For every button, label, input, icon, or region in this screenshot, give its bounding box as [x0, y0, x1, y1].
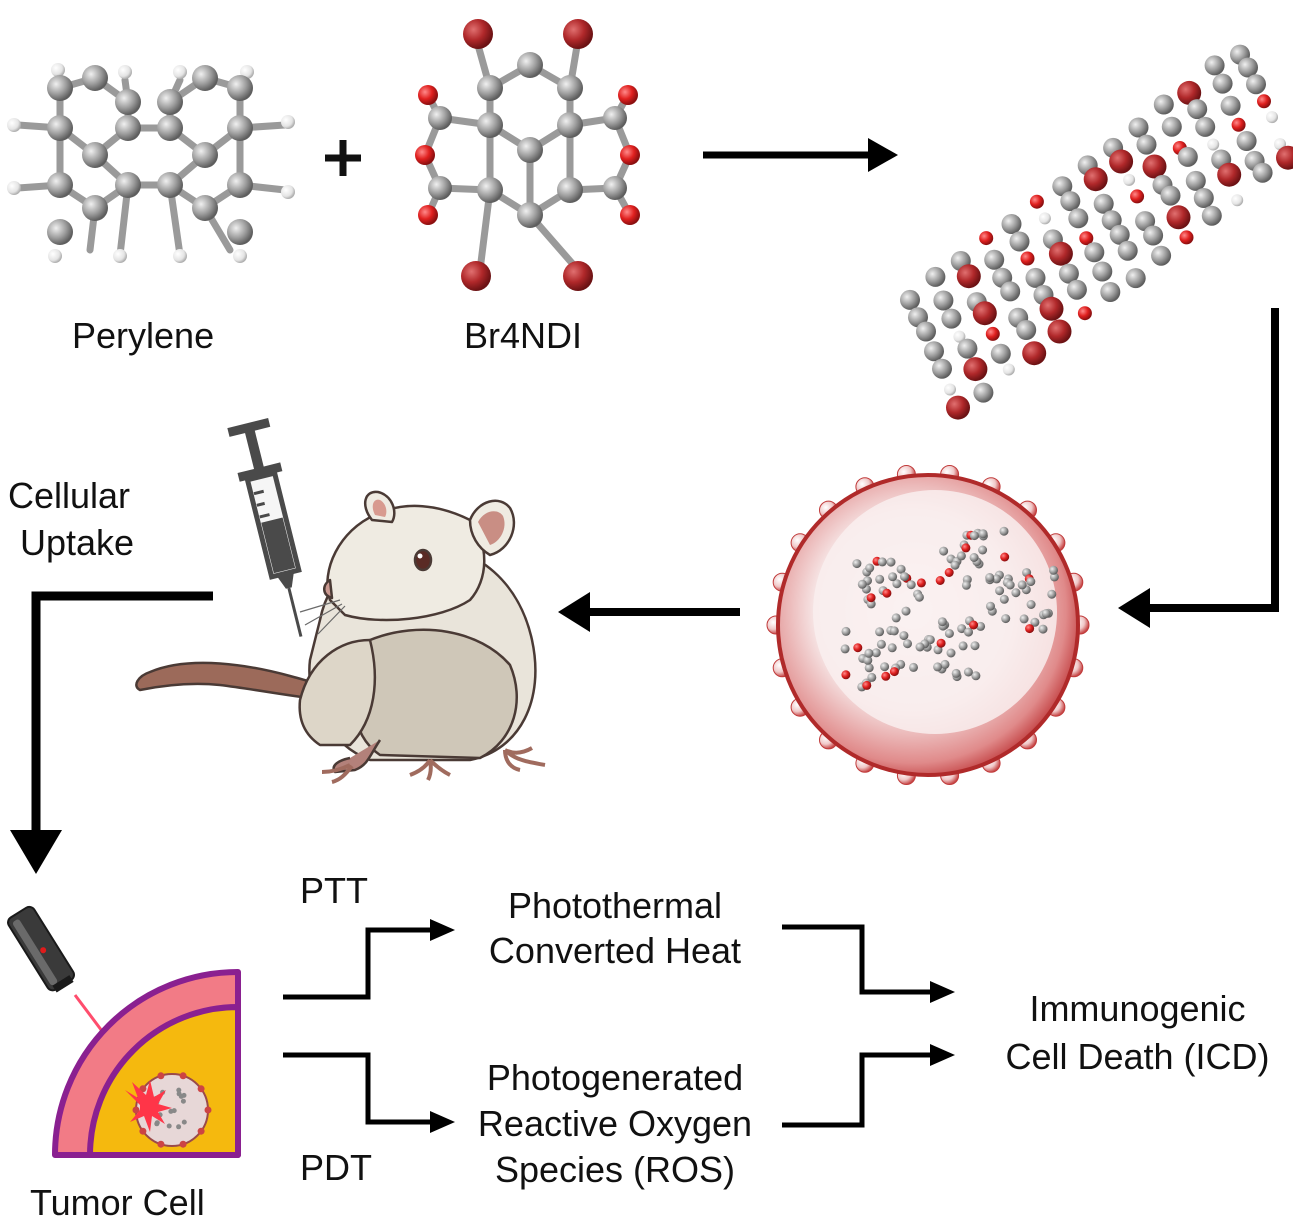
tumor-cell-icon — [52, 969, 241, 1158]
syringe-icon — [227, 418, 303, 637]
arrow-cellular-uptake — [10, 591, 213, 874]
arrow-to-nanoparticle — [1118, 308, 1279, 628]
perylene-molecule — [7, 63, 295, 263]
br4ndi-label: Br4NDI — [464, 315, 583, 356]
arrow-ptt — [283, 919, 455, 1000]
br4ndi-molecule — [415, 19, 640, 291]
arrow-to-cocrystal — [703, 138, 898, 172]
icd-label-line2: Cell Death (ICD) — [1005, 1036, 1270, 1077]
cellular-uptake-label-line1: Cellular — [8, 475, 131, 516]
nanoparticle — [766, 465, 1090, 785]
icd-label-line1: Immunogenic — [1029, 988, 1246, 1029]
cocrystal-stack — [900, 44, 1293, 420]
arrow-to-mouse — [558, 592, 740, 632]
photothermal-label-line2: Converted Heat — [488, 930, 742, 971]
pdt-label: PDT — [300, 1147, 372, 1188]
photothermal-label-line1: Photothermal — [507, 885, 723, 926]
arrow-ros-to-icd — [782, 1044, 955, 1128]
ros-label-line2: Reactive Oxygen — [477, 1103, 753, 1144]
plus-sign — [325, 140, 361, 176]
ros-label-line1: Photogenerated — [486, 1057, 744, 1098]
arrow-heat-to-icd — [782, 924, 955, 1003]
perylene-label: Perylene — [72, 315, 215, 356]
mouse-illustration — [135, 490, 546, 784]
cellular-uptake-label-line2: Uptake — [20, 522, 135, 563]
ptt-label: PTT — [300, 870, 368, 911]
laser-pointer-icon — [7, 905, 76, 993]
ros-label-line3: Species (ROS) — [494, 1149, 736, 1190]
arrow-pdt — [283, 1052, 455, 1133]
tumor-cell-label: Tumor Cell — [30, 1182, 205, 1223]
